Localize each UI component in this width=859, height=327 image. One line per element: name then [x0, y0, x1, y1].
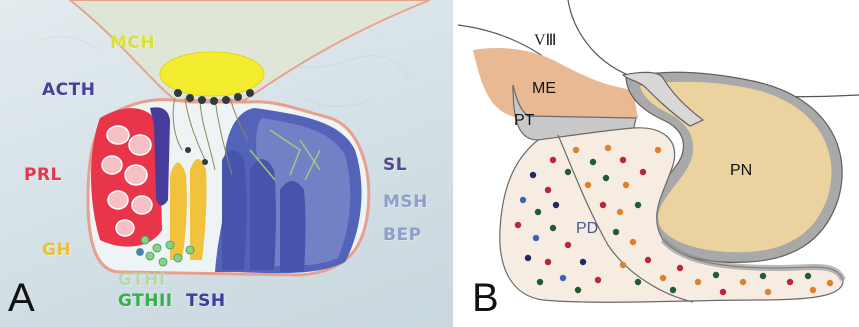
label-me: ME [532, 80, 556, 98]
panel-b-pituitary-schematic: VⅢ ME PT PD PN B [458, 0, 859, 327]
label-pd: PD [576, 220, 598, 238]
panel-letter-b: B [472, 276, 499, 321]
label-msh: MSH [383, 192, 428, 212]
panel-a-pituitary-illustration: MCH ACTH PRL GH GTHI GTHII TSH SL MSH BE… [0, 0, 453, 327]
label-acth: ACTH [42, 80, 95, 100]
label-prl: PRL [24, 165, 62, 185]
panel-letter-a: A [8, 276, 35, 321]
panel-b-artwork [458, 0, 859, 327]
label-bep: BEP [383, 225, 422, 245]
label-v3: VⅢ [534, 30, 557, 50]
label-gthii: GTHII [118, 291, 173, 311]
label-gh: GH [42, 240, 71, 260]
label-pt: PT [514, 112, 534, 130]
label-mch: MCH [110, 33, 155, 53]
label-gthi: GTHI [118, 270, 166, 290]
label-tsh: TSH [186, 291, 226, 311]
label-sl: SL [383, 155, 407, 175]
label-pn: PN [730, 162, 752, 180]
